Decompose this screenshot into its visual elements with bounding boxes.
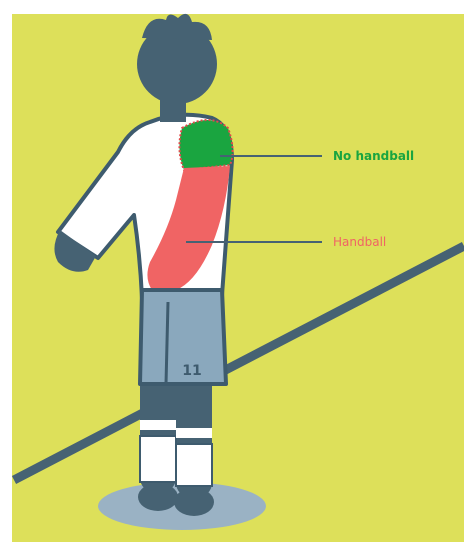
player-head	[137, 14, 217, 104]
player-legs	[138, 372, 214, 516]
handball-label: Handball	[333, 235, 386, 249]
shorts-number: 11	[182, 363, 201, 379]
no-handball-label: No handball	[333, 149, 414, 163]
